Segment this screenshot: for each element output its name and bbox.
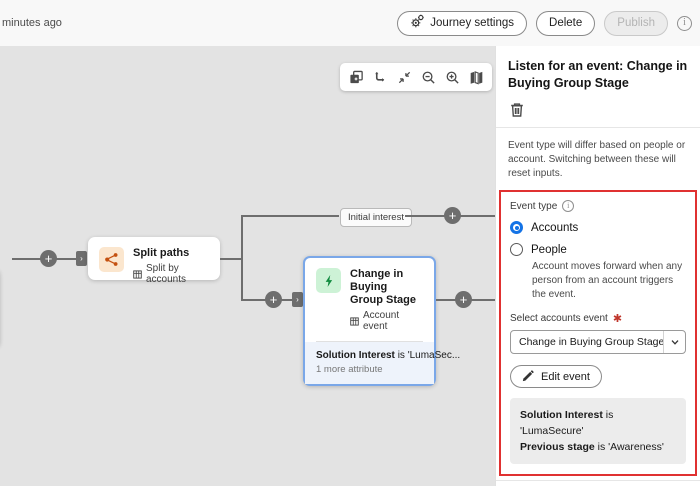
event-node-title: Change in Buying Group Stage — [350, 268, 417, 306]
top-bar: minutes ago — [0, 0, 700, 46]
summary-line: Solution Interest is 'LumaSecure' — [520, 407, 676, 439]
select-accounts-event-dropdown[interactable]: Change in Buying Group Stage — [510, 330, 686, 354]
event-node-attribute-value: is 'LumaSec... — [397, 350, 461, 361]
share-split-icon — [99, 247, 124, 272]
change-buying-group-stage-node[interactable]: Change in Buying Group Stage Account eve… — [303, 256, 460, 386]
chevron-down-icon[interactable] — [663, 331, 685, 353]
redo-arrow-icon[interactable] — [368, 65, 392, 89]
delete-button[interactable]: Delete — [536, 10, 596, 36]
journey-settings-button[interactable]: Journey settings — [397, 10, 528, 36]
lightning-bolt-icon — [316, 268, 341, 293]
radio-option-accounts[interactable]: Accounts — [510, 221, 686, 234]
event-type-label: Event type — [510, 200, 558, 212]
duplicate-icon[interactable] — [344, 65, 368, 89]
connector-top-branch-2 — [405, 215, 453, 217]
building-icon — [350, 316, 359, 326]
zoom-in-icon[interactable] — [440, 65, 464, 89]
event-node-text: Change in Buying Group Stage Account eve… — [350, 268, 423, 332]
expand-chevron-1[interactable] — [76, 251, 87, 266]
publish-label: Publish — [617, 17, 655, 29]
trash-icon[interactable] — [508, 101, 528, 121]
split-paths-node-header: Split paths Split by accounts — [88, 237, 220, 294]
select-accounts-event-group: Select accounts event ✱ Change in Buying… — [510, 312, 686, 354]
panel-divider-2 — [496, 480, 700, 481]
timeout-section: Timeout Define the amount of time the Jo… — [496, 481, 700, 486]
panel-title: Listen for an event: Change in Buying Gr… — [508, 59, 688, 90]
event-node-header: Change in Buying Group Stage Account eve… — [305, 258, 434, 341]
event-node-more-attributes[interactable]: 1 more attribute — [316, 364, 383, 375]
gear-icon — [410, 14, 425, 32]
event-type-highlight-region: Event type i Accounts People Account mov… — [499, 190, 697, 476]
zoom-out-icon[interactable] — [416, 65, 440, 89]
collapse-icon[interactable] — [392, 65, 416, 89]
panel-description: Event type will differ based on people o… — [508, 140, 686, 179]
split-paths-title: Split paths — [133, 247, 190, 259]
event-node-body: Solution Interest is 'LumaSec... 1 more … — [305, 342, 460, 384]
split-paths-node[interactable]: Split paths Split by accounts — [88, 237, 220, 285]
event-node-attribute: Solution Interest is 'LumaSec... — [316, 350, 460, 361]
radio-people-label: People — [531, 243, 567, 256]
last-saved-status: minutes ago — [2, 17, 62, 29]
split-paths-subtitle-row: Split by accounts — [133, 263, 209, 285]
map-icon[interactable] — [464, 65, 488, 89]
event-node-subtitle-row: Account event — [350, 310, 423, 332]
edit-event-button[interactable]: Edit event — [510, 365, 602, 388]
radio-people-indicator — [510, 243, 523, 256]
panel-divider-1 — [496, 127, 700, 128]
select-accounts-event-value: Change in Buying Group Stage — [519, 336, 663, 348]
split-paths-node-text: Split paths Split by accounts — [133, 247, 209, 285]
connector-top-branch — [241, 215, 339, 217]
select-accounts-event-label: Select accounts event — [510, 313, 608, 324]
info-circle-icon[interactable]: i — [677, 15, 692, 31]
canvas-toolbar — [340, 63, 492, 91]
building-icon — [133, 269, 142, 279]
branch-label-initial-interest[interactable]: Initial interest — [340, 208, 412, 227]
expand-chevron-2[interactable] — [292, 292, 303, 307]
event-type-label-row: Event type i — [510, 200, 686, 212]
info-circle-icon[interactable]: i — [562, 200, 575, 212]
radio-option-people[interactable]: People — [510, 243, 686, 256]
select-accounts-event-label-row: Select accounts event ✱ — [510, 312, 686, 325]
top-bar-actions: Journey settings Delete Publish i — [397, 0, 692, 46]
required-marker: ✱ — [612, 313, 623, 325]
pencil-icon — [522, 369, 535, 385]
journey-canvas[interactable]: Split paths Split by accounts — [0, 46, 495, 486]
connector-top-branch-3 — [460, 215, 495, 217]
event-conditions-summary: Solution Interest is 'LumaSecure' Previo… — [510, 398, 686, 464]
summary-line-field: Solution Interest — [520, 409, 603, 421]
summary-line-field: Previous stage — [520, 441, 595, 453]
radio-accounts-label: Accounts — [531, 221, 579, 234]
summary-line-value: is 'Awareness' — [594, 441, 664, 453]
edit-event-label: Edit event — [541, 370, 590, 383]
add-step-button-1[interactable] — [40, 250, 57, 267]
add-step-button-bottom[interactable] — [265, 291, 282, 308]
publish-button: Publish — [604, 10, 668, 36]
panel-header: Listen for an event: Change in Buying Gr… — [496, 46, 700, 127]
add-step-button-after-event[interactable] — [455, 291, 472, 308]
split-paths-subtitle: Split by accounts — [146, 263, 187, 285]
radio-people-help-text: Account moves forward when any person fr… — [532, 261, 683, 300]
connector-branch-vertical — [241, 216, 243, 300]
event-node-attribute-name: Solution Interest — [316, 350, 395, 361]
add-step-button-top[interactable] — [444, 207, 461, 224]
radio-accounts-indicator — [510, 221, 523, 234]
event-settings-panel: Listen for an event: Change in Buying Gr… — [495, 46, 700, 486]
summary-line: Previous stage is 'Awareness' — [520, 439, 676, 455]
delete-label: Delete — [549, 17, 583, 29]
event-node-subtitle: Account event — [363, 310, 400, 332]
connector-line-split-out — [220, 258, 242, 260]
journey-settings-label: Journey settings — [430, 17, 515, 29]
summary-line-value: is 'LumaSecure' — [520, 409, 614, 437]
node-divider — [316, 341, 423, 342]
